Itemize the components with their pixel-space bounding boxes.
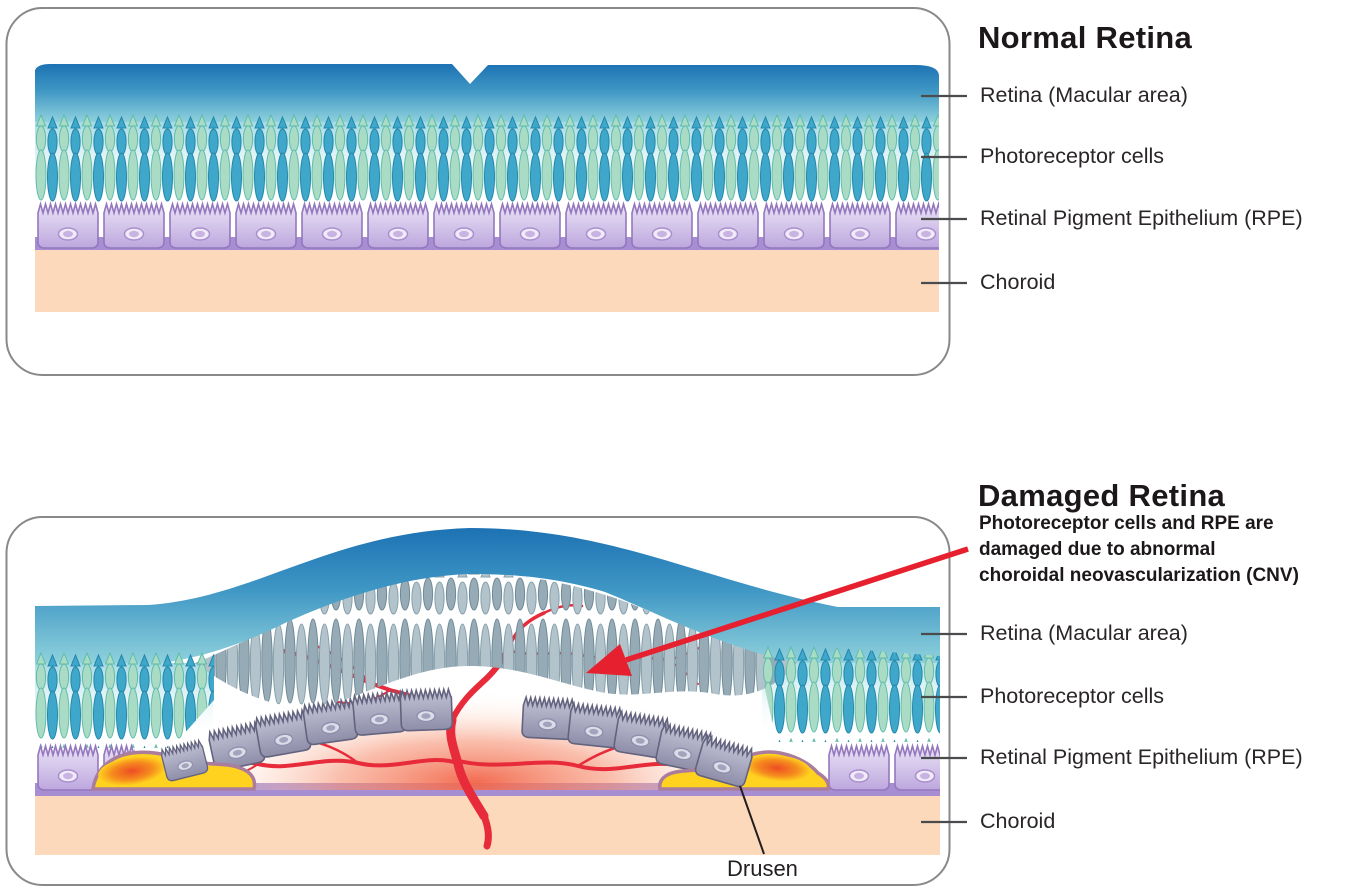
label-photoreceptors-damaged: Photoreceptor cells: [980, 684, 1165, 708]
label-retina-normal: Retina (Macular area): [980, 83, 1188, 107]
label-choroid-normal: Choroid: [980, 270, 1056, 294]
label-drusen: Drusen: [727, 856, 798, 881]
label-ticks-normal: [921, 94, 967, 285]
label-choroid-damaged: Choroid: [980, 809, 1056, 833]
label-photoreceptors-normal: Photoreceptor cells: [980, 144, 1165, 168]
damaged-panel: [5, 516, 969, 886]
retina-layer-normal: [35, 64, 939, 122]
choroid-layer-normal: [35, 250, 939, 312]
arrowhead: [586, 644, 632, 676]
label-rpe-damaged: Retinal Pigment Epithelium (RPE): [980, 745, 1303, 769]
rpe-layer-damaged-right: [826, 742, 940, 792]
normal-panel: [5, 7, 967, 376]
photoreceptor-layer-damaged-right: [762, 646, 940, 742]
damaged-panel-subtitle: Photoreceptor cells and RPE are damaged …: [979, 511, 1299, 589]
cnv-callout-arrow: [586, 546, 969, 676]
label-retina-damaged: Retina (Macular area): [980, 621, 1188, 645]
rpe-layer-normal: [35, 200, 939, 250]
subtitle-line-3: choroidal neovascularization (CNV): [979, 565, 1299, 586]
drusen-pointer-line: [739, 785, 765, 855]
damaged-panel-title: Damaged Retina: [978, 478, 1226, 513]
label-rpe-normal: Retinal Pigment Epithelium (RPE): [980, 206, 1303, 230]
normal-panel-title: Normal Retina: [978, 20, 1193, 55]
subtitle-line-1: Photoreceptor cells and RPE are: [979, 513, 1274, 534]
photoreceptor-layer-normal: [35, 114, 939, 206]
label-ticks-damaged: [921, 632, 967, 824]
photoreceptor-layer-damaged-left: [35, 652, 214, 748]
subtitle-line-2: damaged due to abnormal: [979, 539, 1216, 560]
